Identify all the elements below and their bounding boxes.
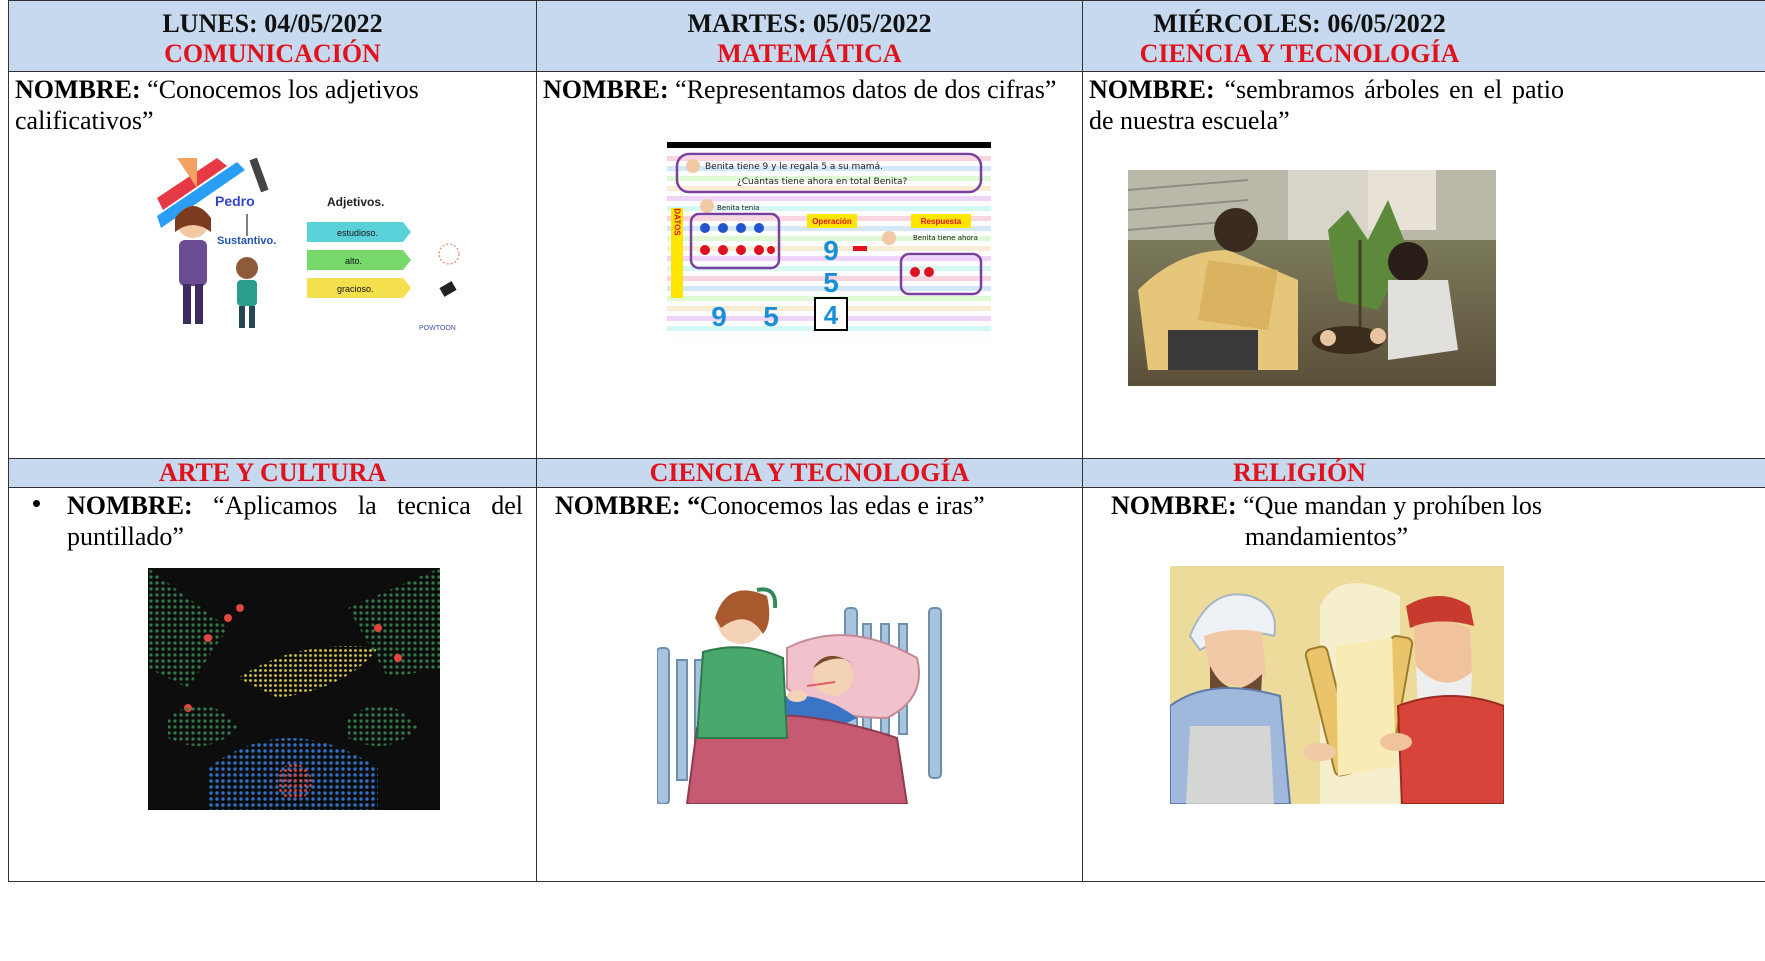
operation-nine: 9 [823, 235, 839, 266]
tuesday-activity-name: NOMBRE: “Representamos datos de dos cifr… [543, 75, 1057, 104]
monday-header: LUNES: 04/05/2022 COMUNICACIÓN [8, 0, 537, 72]
monday-activity-cell: NOMBRE: “Conocemos los adjetivos calific… [8, 71, 537, 459]
dot-art-image [148, 568, 440, 810]
monday-activity-name: NOMBRE: “Conocemos los adjetivos calific… [15, 75, 419, 135]
monday-date: LUNES: 04/05/2022 [162, 9, 383, 38]
sick-child-illustration [657, 568, 947, 804]
tuesday-date: MARTES: 05/05/2022 [687, 9, 932, 38]
schedule-table: LUNES: 04/05/2022 COMUNICACIÓN MARTES: 0… [8, 0, 1765, 882]
benita-tenia-label: Benita tenia [717, 204, 759, 212]
religion-activity-name: NOMBRE: “Que mandan y prohíben los manda… [1110, 491, 1543, 551]
religion-header: RELIGIÓN [1082, 458, 1765, 488]
problem-line-1: Benita tiene 9 y le regala 5 a su mamá. [705, 162, 883, 172]
wednesday-date: MIÉRCOLES: 06/05/2022 [1153, 9, 1446, 38]
arte-header: ARTE Y CULTURA [8, 458, 537, 488]
wednesday-activity-cell: NOMBRE: “sembramos árboles en el patio d… [1082, 71, 1765, 459]
tuesday-header: MARTES: 05/05/2022 MATEMÁTICA [536, 0, 1083, 72]
bullet-icon [33, 500, 40, 507]
problem-line-2: ¿Cuántas tiene ahora en total Benita? [737, 177, 908, 187]
adjectives-image: Pedro Sustantivo. Adjetivos. estudioso. … [157, 158, 473, 336]
benita-tiene-ahora-label: Benita tiene ahora [913, 234, 978, 242]
arte-activity-name: NOMBRE: “Aplicamos la tecnica del puntil… [9, 488, 529, 552]
commandments-illustration [1170, 566, 1504, 804]
sustantivo-text: Sustantivo. [217, 235, 276, 247]
tag-gracioso: gracioso. [337, 284, 374, 294]
datos-label: DATOS [673, 208, 682, 236]
math-problem-image: Benita tiene 9 y le regala 5 a su mamá. … [667, 142, 991, 338]
datos-five: 5 [763, 301, 779, 332]
religion-activity-cell: NOMBRE: “Que mandan y prohíben los manda… [1082, 487, 1765, 882]
operation-result: 4 [824, 300, 839, 330]
wednesday-header: MIÉRCOLES: 06/05/2022 CIENCIA Y TECNOLOG… [1082, 0, 1765, 72]
arte-activity-cell: NOMBRE: “Aplicamos la tecnica del puntil… [8, 487, 537, 882]
operacion-label: Operación [812, 217, 852, 226]
tuesday-subject: MATEMÁTICA [717, 39, 902, 68]
respuesta-label: Respuesta [921, 217, 962, 226]
tag-estudioso: estudioso. [337, 228, 378, 238]
ciencia-activity-name: NOMBRE: “Conocemos las edas e iras” [555, 491, 985, 520]
tuesday-activity-cell: NOMBRE: “Representamos datos de dos cifr… [536, 71, 1083, 459]
powtoon-logo: POWTOON [419, 325, 456, 332]
datos-nine: 9 [711, 301, 727, 332]
adjetivos-title: Adjetivos. [327, 195, 384, 209]
operation-five: 5 [823, 267, 839, 298]
pedro-text: Pedro [215, 193, 255, 209]
wednesday-subject: CIENCIA Y TECNOLOGÍA [1139, 39, 1460, 68]
tag-alto: alto. [345, 256, 362, 266]
wednesday-activity-name: NOMBRE: “sembramos árboles en el patio d… [1089, 75, 1564, 135]
ciencia-header: CIENCIA Y TECNOLOGÍA [536, 458, 1083, 488]
monday-subject: COMUNICACIÓN [164, 39, 381, 68]
ciencia-activity-cell: NOMBRE: “Conocemos las edas e iras” [536, 487, 1083, 882]
tree-planting-photo [1128, 170, 1496, 386]
